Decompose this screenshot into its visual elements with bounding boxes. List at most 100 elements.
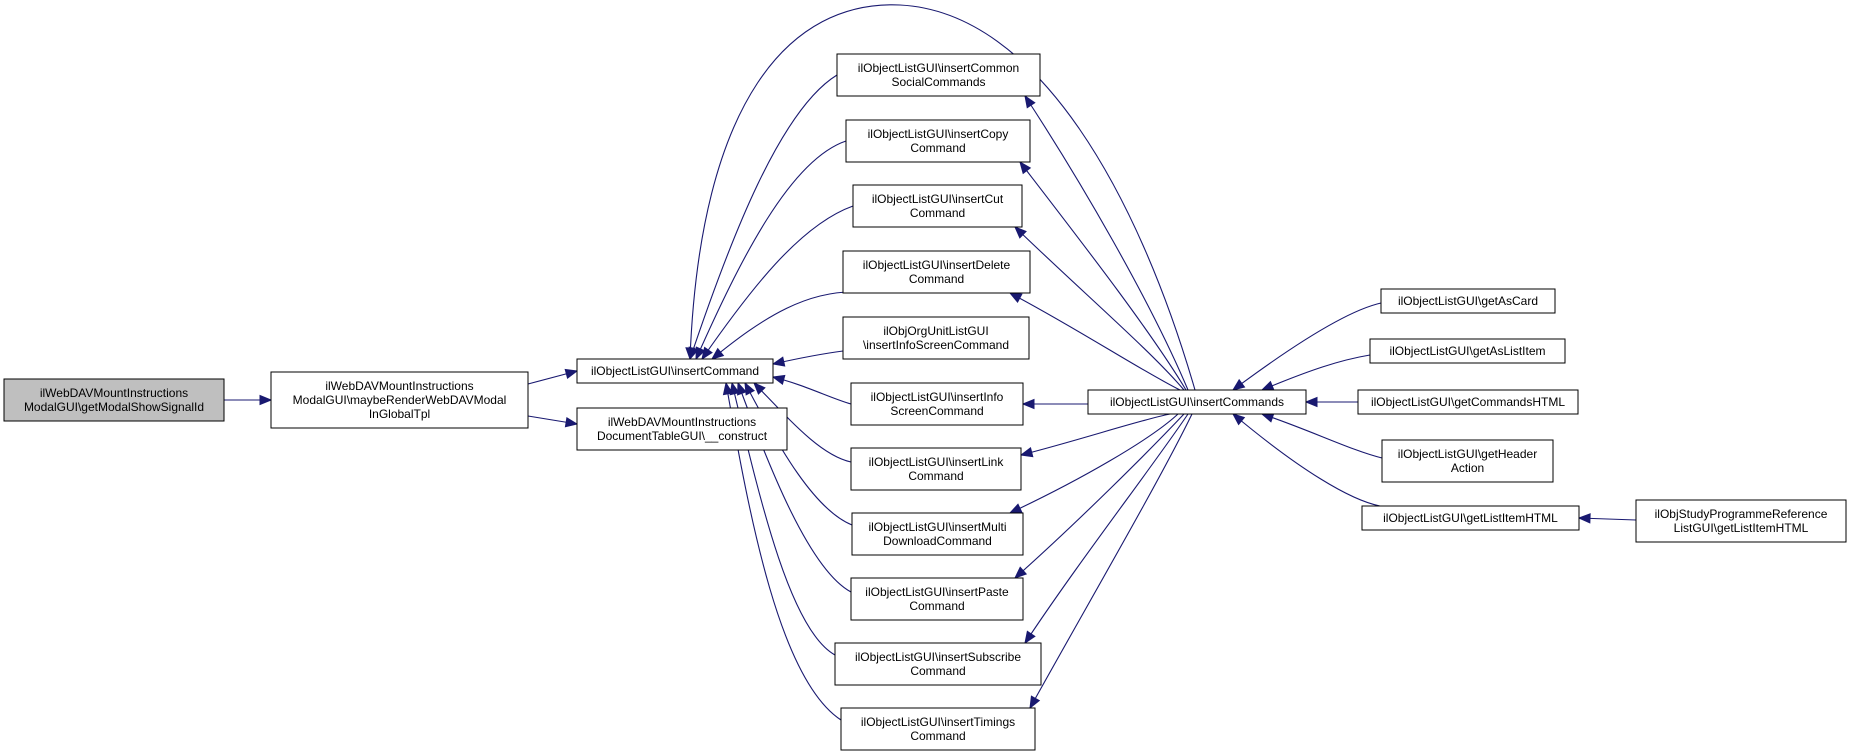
node-label-line: ListGUI\getListItemHTML (1674, 521, 1809, 535)
node-commandsHTML[interactable]: ilObjectListGUI\getCommandsHTML (1357, 389, 1579, 415)
edge-insertCommands-to-link (1019, 413, 1171, 458)
node-box (836, 53, 1041, 97)
edge-line (1009, 292, 1181, 391)
node-label-line: ModalGUI\maybeRenderWebDAVModal (293, 393, 507, 407)
node-label-line: InGlobalTpl (369, 407, 430, 421)
edge-maybe-to-root (224, 394, 273, 406)
node-box (1381, 439, 1554, 483)
edge-social-to-insertCommand (688, 74, 838, 361)
arrowhead-icon (1231, 378, 1246, 391)
edge-line (1014, 226, 1185, 391)
node-box (576, 407, 788, 451)
edge-line (1232, 413, 1381, 507)
node-listItemHTML[interactable]: ilObjectListGUI\getListItemHTML (1361, 505, 1580, 531)
node-label-line: ilObjectListGUI\insertLink (869, 455, 1005, 469)
edge-insertCommands-to-info (1021, 398, 1088, 410)
arrowhead-icon (564, 416, 579, 428)
node-label-line: Command (910, 141, 965, 155)
node-social[interactable]: ilObjectListGUI\insertCommonSocialComman… (836, 53, 1041, 97)
arrowhead-icon (1021, 398, 1035, 410)
node-box (850, 447, 1022, 491)
node-label-line: Action (1451, 461, 1484, 475)
node-label-line: ilWebDAVMountInstructions (40, 386, 188, 400)
arrowhead-icon (1014, 566, 1028, 579)
node-insertCommands[interactable]: ilObjectListGUI\insertCommands (1087, 389, 1307, 415)
edge-insertCommands-to-social (1024, 94, 1189, 391)
node-asCard[interactable]: ilObjectListGUI\getAsCard (1380, 288, 1556, 314)
node-asListItem[interactable]: ilObjectListGUI\getAsListItem (1369, 338, 1566, 364)
edge-line (701, 205, 854, 360)
arrowhead-icon (1024, 94, 1036, 109)
node-multi[interactable]: ilObjectListGUI\insertMultiDownloadComma… (851, 512, 1024, 556)
node-maybe[interactable]: ilWebDAVMountInstructionsModalGUI\maybeR… (270, 371, 529, 429)
node-label-line: SocialCommands (891, 75, 985, 89)
arrowhead-icon (1577, 513, 1591, 524)
edge-insertCommands-to-subscribe (1024, 413, 1189, 645)
edge-insertCommands-to-timings (1029, 413, 1193, 710)
node-docTable[interactable]: ilWebDAVMountInstructionsDocumentTableGU… (576, 407, 788, 451)
node-insertCommand[interactable]: ilObjectListGUI\insertCommand (576, 358, 774, 384)
arrowhead-icon (701, 346, 713, 361)
arrowhead-icon (1014, 226, 1027, 239)
edge-insertCommands-to-copy (1019, 160, 1187, 391)
arrowhead-icon (1019, 160, 1032, 175)
node-label-line: ilObjectListGUI\insertDelete (863, 258, 1011, 272)
node-label-line: ilObjectListGUI\getAsListItem (1389, 344, 1545, 358)
edge-info-to-insertCommand (771, 374, 852, 405)
node-label-line: ilObjectListGUI\getListItemHTML (1383, 511, 1558, 525)
node-label-line: Command (910, 729, 965, 743)
arrowhead-icon (685, 347, 696, 361)
node-box (850, 577, 1024, 621)
node-label-line: ilObjectListGUI\insertTimings (861, 715, 1015, 729)
arrowhead-icon (729, 381, 740, 396)
edge-cut-to-insertCommand (701, 205, 854, 361)
edge-line (689, 4, 1196, 391)
node-label-line: ilObjectListGUI\insertCommands (1110, 395, 1284, 409)
edge-headerAction-to-insertCommands (1260, 412, 1383, 459)
node-studyProg[interactable]: ilObjStudyProgrammeReferenceListGUI\getL… (1635, 499, 1847, 543)
node-box (1087, 389, 1307, 415)
edge-commandsHTML-to-insertCommands (1304, 396, 1358, 408)
arrowhead-icon (1029, 695, 1041, 710)
edge-line (1014, 413, 1185, 579)
node-label-line: ilObjStudyProgrammeReference (1655, 507, 1828, 521)
edge-insertCommands-to-paste (1014, 413, 1185, 579)
edge-line (695, 140, 847, 360)
node-box (845, 119, 1031, 163)
edge-studyProg-to-listItemHTML (1577, 513, 1637, 524)
arrowhead-icon (564, 368, 579, 380)
edge-orgunit-to-insertCommand (771, 350, 844, 367)
node-box (1369, 338, 1566, 364)
node-label-line: ilObjectListGUI\getCommandsHTML (1371, 395, 1565, 409)
node-box (576, 358, 774, 384)
arrowhead-icon (1260, 412, 1275, 423)
node-orgunit[interactable]: ilObjOrgUnitListGUI\insertInfoScreenComm… (842, 316, 1030, 360)
node-box (842, 316, 1030, 360)
node-root[interactable]: ilWebDAVMountInstructionsModalGUI\getMod… (3, 378, 225, 422)
node-box (842, 250, 1031, 294)
edge-line (1029, 413, 1193, 709)
edge-insertCommand-to-maybe (527, 368, 579, 385)
nodes-layer: ilWebDAVMountInstructionsModalGUI\getMod… (3, 53, 1847, 751)
node-box (1357, 389, 1579, 415)
edge-line (772, 376, 852, 405)
node-box (3, 378, 225, 422)
edge-line (689, 74, 838, 360)
edge-insertCommands-to-delete (1008, 292, 1181, 391)
edge-line (1009, 413, 1179, 514)
node-box (840, 707, 1036, 751)
edge-line (753, 382, 852, 463)
node-box (851, 512, 1024, 556)
node-label-line: DocumentTableGUI\__construct (597, 429, 768, 443)
node-label-line: ilObjectListGUI\insertSubscribe (855, 650, 1021, 664)
node-info[interactable]: ilObjectListGUI\insertInfoScreenCommand (850, 382, 1024, 426)
arrowhead-icon (722, 381, 734, 396)
